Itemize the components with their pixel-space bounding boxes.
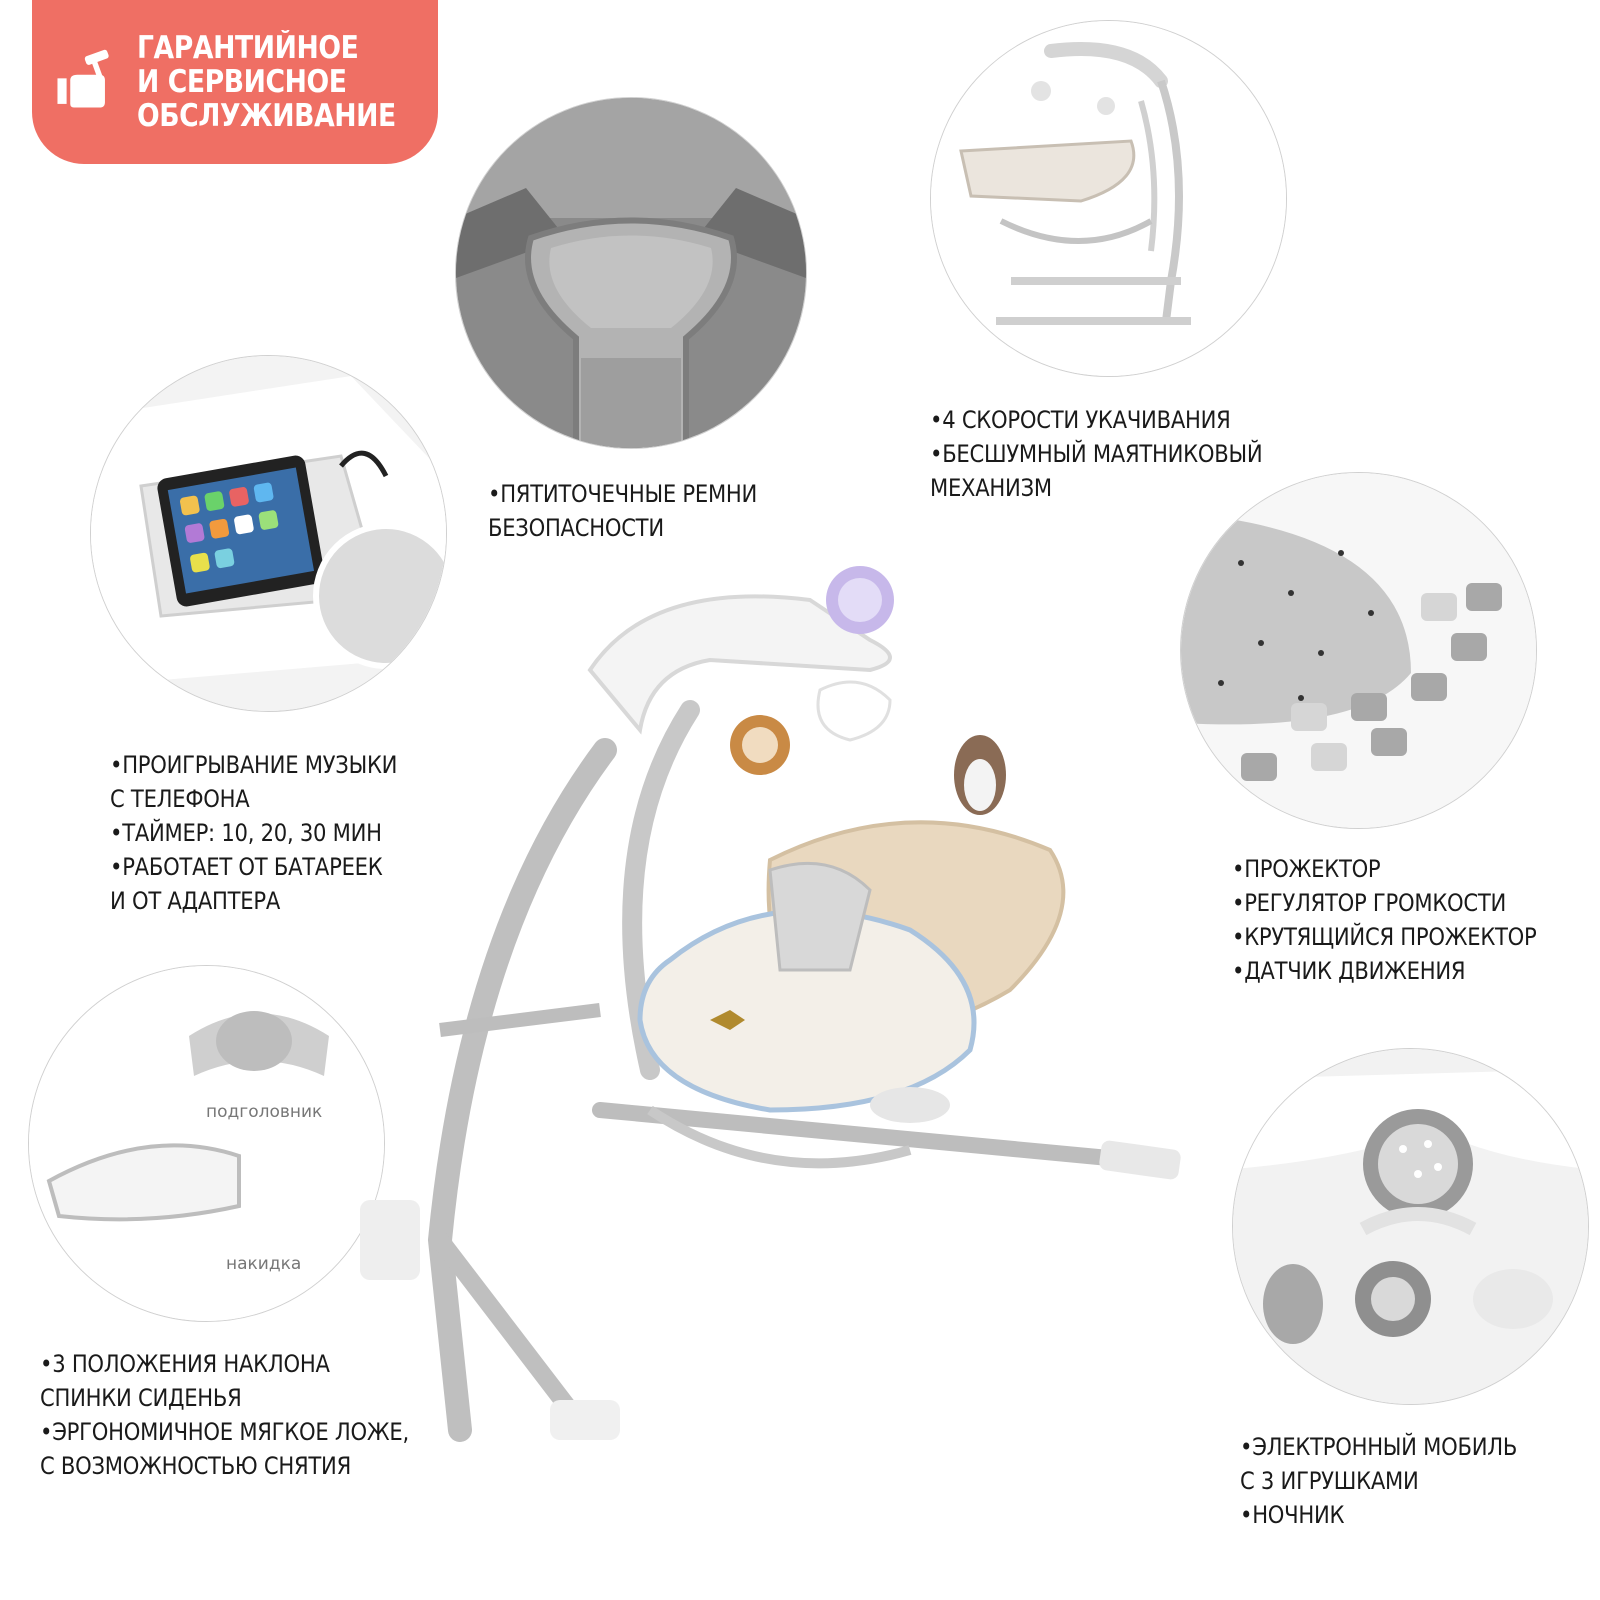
feature-music-line-4: •РАБОТАЕТ ОТ БАТАРЕЕК	[110, 853, 383, 881]
feature-seat-line-4: С ВОЗМОЖНОСТЬЮ СНЯТИЯ	[40, 1452, 352, 1480]
hand-hammer-icon	[57, 49, 109, 108]
badge-line-3: ОБСЛУЖИВАНИЕ	[137, 98, 396, 134]
feature-harness: •ПЯТИТОЧЕЧНЫЕ РЕМНИ БЕЗОПАСНОСТИ	[488, 477, 757, 545]
feature-swing: •4 СКОРОСТИ УКАЧИВАНИЯ •БЕСШУМНЫЙ МАЯТНИ…	[930, 403, 1263, 505]
phone-dock-photo	[90, 355, 447, 712]
feature-harness-line-1: •ПЯТИТОЧЕЧНЫЕ РЕМНИ	[488, 480, 758, 508]
feature-mobile-line-3: •НОЧНИК	[1240, 1501, 1345, 1529]
feature-projector-line-3: •КРУТЯЩИЙСЯ ПРОЖЕКТОР	[1232, 923, 1537, 951]
feature-projector-line-4: •ДАТЧИК ДВИЖЕНИЯ	[1232, 957, 1466, 985]
feature-seat: •3 ПОЛОЖЕНИЯ НАКЛОНА СПИНКИ СИДЕНЬЯ •ЭРГ…	[40, 1347, 409, 1483]
feature-projector-line-2: •РЕГУЛЯТОР ГРОМКОСТИ	[1232, 889, 1507, 917]
baby-swing-product	[350, 550, 1220, 1550]
warranty-badge: ГАРАНТИЙНОЕ И СЕРВИСНОЕ ОБСЛУЖИВАНИЕ	[32, 0, 438, 164]
headrest-caption: подголовник	[206, 1102, 323, 1122]
feature-mobile-line-1: •ЭЛЕКТРОННЫЙ МОБИЛЬ	[1240, 1433, 1518, 1461]
swing-frame-photo	[930, 20, 1287, 377]
feature-seat-line-3: •ЭРГОНОМИЧНОЕ МЯГКОЕ ЛОЖЕ,	[40, 1418, 409, 1446]
feature-seat-line-2: СПИНКИ СИДЕНЬЯ	[40, 1384, 242, 1412]
feature-swing-line-3: МЕХАНИЗМ	[930, 474, 1052, 502]
feature-music-line-3: •ТАЙМЕР: 10, 20, 30 МИН	[110, 819, 382, 847]
accessories-photo	[28, 965, 385, 1322]
feature-music-line-5: И ОТ АДАПТЕРА	[110, 887, 281, 915]
feature-music-line-2: С ТЕЛЕФОНА	[110, 785, 250, 813]
feature-projector-line-1: •ПРОЖЕКТОР	[1232, 855, 1381, 883]
feature-projector: •ПРОЖЕКТОР •РЕГУЛЯТОР ГРОМКОСТИ •КРУТЯЩИ…	[1232, 852, 1537, 988]
feature-music: •ПРОИГРЫВАНИЕ МУЗЫКИ С ТЕЛЕФОНА •ТАЙМЕР:…	[110, 748, 397, 918]
feature-seat-line-1: •3 ПОЛОЖЕНИЯ НАКЛОНА	[40, 1350, 330, 1378]
control-panel-photo	[1180, 472, 1537, 829]
feature-music-line-1: •ПРОИГРЫВАНИЕ МУЗЫКИ	[110, 751, 398, 779]
badge-line-2: И СЕРВИСНОЕ	[137, 64, 347, 100]
feature-mobile: •ЭЛЕКТРОННЫЙ МОБИЛЬ С 3 ИГРУШКАМИ •НОЧНИ…	[1240, 1430, 1517, 1532]
feature-swing-line-1: •4 СКОРОСТИ УКАЧИВАНИЯ	[930, 406, 1231, 434]
mobile-toys-photo	[1232, 1048, 1589, 1405]
badge-line-1: ГАРАНТИЙНОЕ	[137, 30, 359, 66]
harness-photo	[455, 97, 807, 449]
feature-harness-line-2: БЕЗОПАСНОСТИ	[488, 514, 664, 542]
feature-mobile-line-2: С 3 ИГРУШКАМИ	[1240, 1467, 1419, 1495]
feature-swing-line-2: •БЕСШУМНЫЙ МАЯТНИКОВЫЙ	[930, 440, 1263, 468]
cover-caption: накидка	[226, 1254, 302, 1274]
